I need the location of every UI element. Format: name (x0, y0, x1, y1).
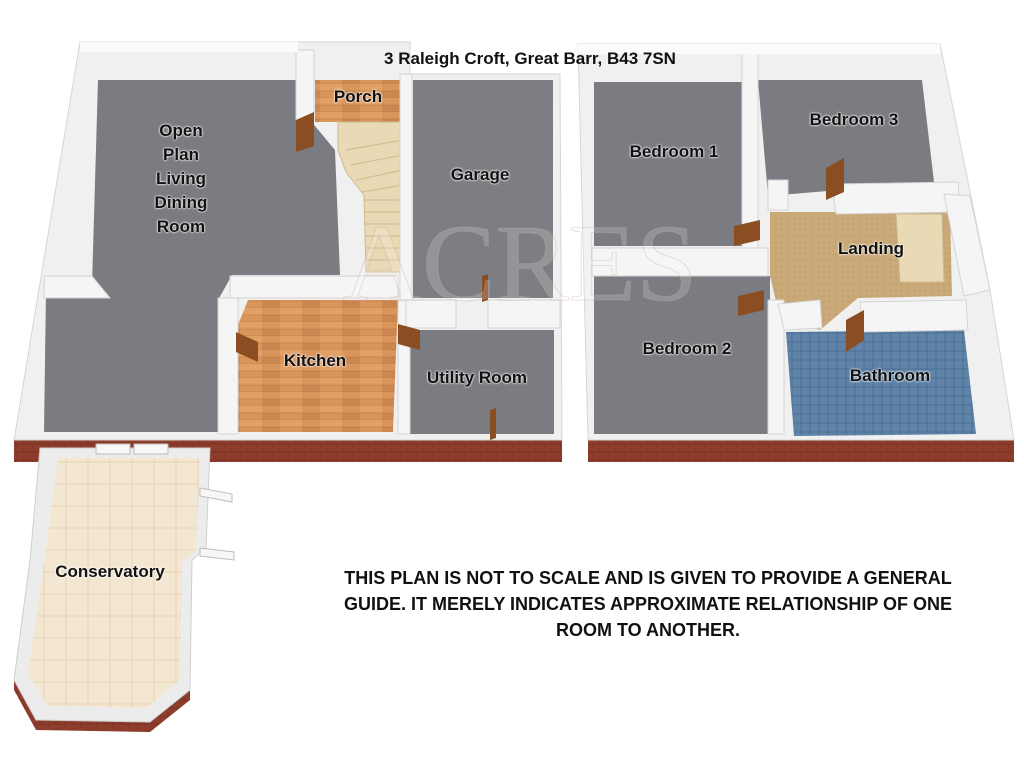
label-bedroom1: Bedroom 1 (629, 142, 719, 161)
label-utility-room: Utility Room (426, 368, 528, 387)
label-bedroom3: Bedroom 3 (809, 110, 899, 129)
ground-floor-inner-walls (43, 49, 561, 435)
bedroom3-door (826, 158, 844, 200)
bathroom-floor (786, 330, 976, 436)
conservatory-windows (95, 443, 235, 561)
watermark: ACRES (343, 202, 698, 324)
open-plan-floor (44, 80, 340, 432)
ground-floor-doors (236, 112, 496, 440)
utility-floor (406, 330, 554, 434)
label-garage: Garage (450, 165, 510, 184)
garage-door (482, 274, 488, 302)
ground-top-wall (80, 42, 298, 52)
open-plan-line: Open (159, 121, 203, 140)
conservatory (13, 443, 235, 732)
label-porch: Porch (333, 87, 383, 106)
bedroom1-floor (594, 82, 744, 246)
garage-floor (413, 80, 553, 298)
bedroom2-door (738, 290, 764, 316)
conservatory-floor (28, 458, 200, 708)
kitchen-floor (236, 300, 398, 432)
label-landing: Landing (837, 239, 905, 258)
first-floor-inner-walls (591, 51, 991, 435)
ground-floor (13, 41, 563, 462)
label-open-plan: Open Plan Living Dining Room (140, 119, 222, 239)
kitchen-door (236, 332, 258, 362)
porch-door (296, 112, 314, 152)
open-plan-line: Plan (163, 145, 199, 164)
first-floor-brick-base (588, 440, 1014, 462)
disclaimer-line: THIS PLAN IS NOT TO SCALE AND IS GIVEN T… (344, 568, 952, 588)
address-title: 3 Raleigh Croft, Great Barr, B43 7SN (384, 49, 676, 68)
first-top-wall (578, 44, 940, 54)
label-conservatory: Conservatory (55, 562, 165, 581)
utility-door (398, 324, 420, 350)
utility-back-door (490, 408, 496, 440)
disclaimer-note: THIS PLAN IS NOT TO SCALE AND IS GIVEN T… (262, 565, 1024, 643)
label-kitchen: Kitchen (283, 351, 347, 370)
disclaimer-line: GUIDE. IT MERELY INDICATES APPROXIMATE R… (343, 594, 953, 614)
landing-stairs (895, 213, 945, 283)
label-bedroom2: Bedroom 2 (642, 339, 732, 358)
bedroom3-floor (758, 80, 934, 196)
first-floor-doors (734, 158, 864, 352)
stair-treads (345, 139, 404, 261)
open-plan-line: Dining (154, 193, 208, 212)
open-plan-line: Room (156, 217, 206, 236)
open-plan-line: Living (155, 169, 207, 188)
bedroom1-door (734, 220, 760, 246)
porch-floor (315, 80, 403, 122)
first-floor (577, 43, 1015, 462)
bathroom-door (846, 310, 864, 352)
label-bathroom: Bathroom (849, 366, 931, 385)
disclaimer-line: ROOM TO ANOTHER. (556, 620, 740, 640)
